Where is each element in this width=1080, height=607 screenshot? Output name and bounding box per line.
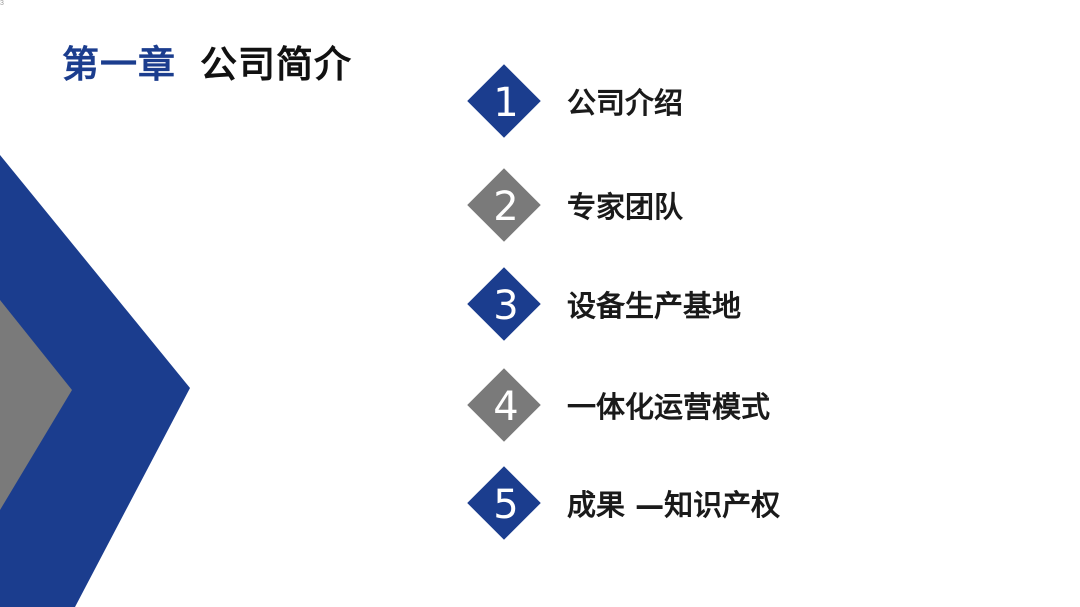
- decorative-chevron: [0, 155, 190, 607]
- agenda-item-1[interactable]: 1 公司介绍: [467, 64, 1030, 139]
- gray-chevron-shape: [0, 300, 72, 510]
- agenda-item-2[interactable]: 2 专家团队: [467, 168, 1030, 243]
- chapter-label: 第一章: [62, 43, 176, 86]
- agenda-item-5[interactable]: 5 成果 —知识产权: [467, 466, 1030, 541]
- agenda-item-4[interactable]: 4 一体化运营模式: [467, 368, 1030, 443]
- agenda-item-3[interactable]: 3 设备生产基地: [467, 267, 1030, 342]
- agenda-number: 2: [493, 184, 519, 230]
- agenda-label: 设备生产基地: [567, 289, 742, 323]
- corner-mark: 3: [0, 0, 4, 7]
- agenda-number: 1: [493, 80, 519, 126]
- agenda-number: 3: [493, 283, 519, 329]
- agenda-label: 公司介绍: [567, 86, 684, 120]
- agenda-label: 专家团队: [567, 190, 684, 224]
- chapter-name: 公司简介: [200, 43, 352, 86]
- agenda-label: 一体化运营模式: [567, 390, 771, 424]
- blue-chevron-shape: [0, 155, 190, 607]
- page-title: 第一章公司简介: [62, 34, 352, 88]
- agenda-number: 4: [493, 384, 519, 430]
- agenda-label: 成果 —知识产权: [567, 488, 781, 522]
- agenda-number: 5: [493, 482, 519, 528]
